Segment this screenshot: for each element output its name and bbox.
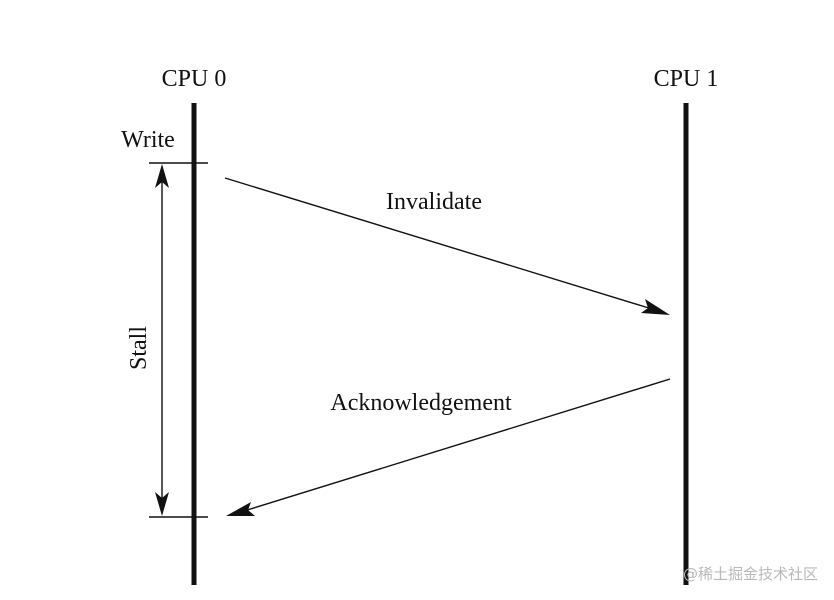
invalidate-label: Invalidate <box>386 189 482 215</box>
invalidate-arrow <box>224 177 670 315</box>
acknowledgement-label: Acknowledgement <box>330 390 512 416</box>
cpu1-label: CPU 1 <box>654 66 719 92</box>
acknowledgement-arrow <box>226 378 671 516</box>
stall-label: Stall <box>126 326 152 370</box>
stall-double-arrow <box>155 164 169 516</box>
cpu0-label: CPU 0 <box>162 66 227 92</box>
watermark-text: @稀土掘金技术社区 <box>683 565 818 583</box>
write-label: Write <box>121 127 175 153</box>
